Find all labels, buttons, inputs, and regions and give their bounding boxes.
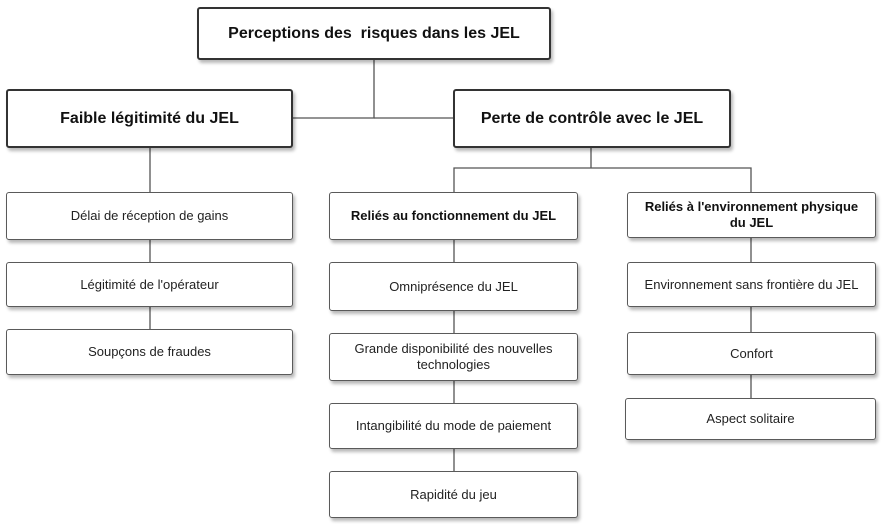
node-confort: Confort [627, 332, 876, 375]
node-fonctionnement-label: Reliés au fonctionnement du JEL [350, 208, 557, 223]
node-fonctionnement: Reliés au fonctionnement du JEL [329, 192, 578, 240]
node-confort-label: Confort [730, 345, 773, 361]
node-soupcons-fraudes-label: Soupçons de fraudes [88, 344, 211, 359]
node-omnipresence: Omniprésence du JEL [329, 262, 578, 311]
node-perte-controle-label: Perte de contrôle avec le JEL [480, 109, 704, 127]
node-intangibilite-paiement-label: Intangibilité du mode de paiement [355, 418, 552, 433]
node-environnement-physique: Reliés à l'environnement physique du JEL [627, 192, 876, 238]
node-legitimite-operateur: Légitimité de l'opérateur [6, 262, 293, 307]
connector-right-split [453, 148, 752, 192]
node-disponibilite-technologies: Grande disponibilité des nouvelles techn… [329, 333, 578, 381]
node-aspect-solitaire: Aspect solitaire [625, 398, 876, 440]
node-soupcons-fraudes: Soupçons de fraudes [6, 329, 293, 375]
node-faible-legitimite: Faible légitimité du JEL [6, 89, 293, 148]
node-rapidite-jeu: Rapidité du jeu [329, 471, 578, 518]
node-environnement-sans-frontiere-label: Environnement sans frontière du JEL [644, 276, 859, 292]
node-delai-reception: Délai de réception de gains [6, 192, 293, 240]
connector-root-left [293, 60, 375, 119]
node-faible-legitimite-label: Faible légitimité du JEL [60, 109, 239, 127]
node-disponibilite-technologies-label: Grande disponibilité des nouvelles techn… [354, 341, 553, 372]
node-omnipresence-label: Omniprésence du JEL [389, 278, 518, 294]
node-rapidite-jeu-label: Rapidité du jeu [410, 486, 497, 502]
node-intangibilite-paiement: Intangibilité du mode de paiement [329, 403, 578, 449]
node-environnement-sans-frontiere: Environnement sans frontière du JEL [627, 262, 876, 307]
root-node: Perceptions des risques dans les JEL [197, 7, 551, 60]
node-aspect-solitaire-label: Aspect solitaire [706, 411, 795, 426]
node-environnement-physique-label: Reliés à l'environnement physique du JEL [644, 199, 859, 230]
root-node-label: Perceptions des risques dans les JEL [228, 24, 520, 42]
node-perte-controle: Perte de contrôle avec le JEL [453, 89, 731, 148]
node-legitimite-operateur-label: Légitimité de l'opérateur [80, 276, 219, 292]
node-delai-reception-label: Délai de réception de gains [70, 208, 229, 223]
